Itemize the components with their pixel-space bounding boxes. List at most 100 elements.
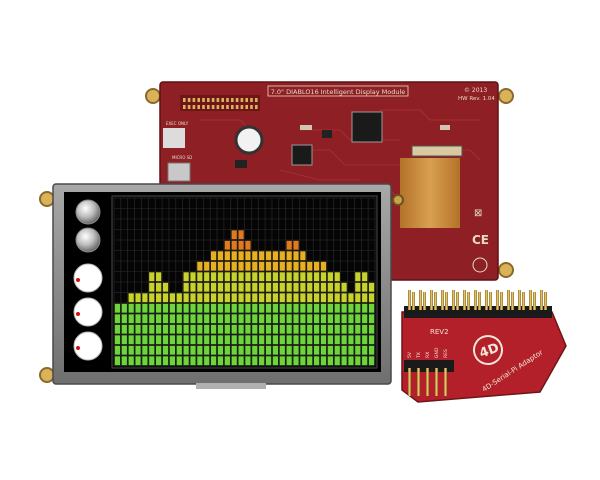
adaptor-pin [474,290,477,310]
spectrum-segment [245,356,251,366]
spectrum-segment [286,335,292,345]
spectrum-segment [279,324,285,334]
mount-hole [39,191,55,207]
spectrum-segment [272,261,279,271]
metal-knob-icon[interactable] [75,199,101,225]
spectrum-segment [204,272,210,282]
header-pin [207,98,210,102]
spectrum-segment [217,303,224,313]
spectrum-segment [265,356,272,366]
spectrum-segment [231,230,237,240]
spectrum-segment [114,356,121,366]
spectrum-segment [217,272,224,282]
spectrum-segment [286,272,292,282]
spectrum-segment [313,261,320,271]
spectrum-segment [197,356,203,366]
spectrum-segment [224,314,230,324]
spectrum-segment [334,335,340,345]
spectrum-segment [231,251,237,261]
spectrum-segment [156,303,162,313]
knob-indicator [76,346,80,350]
header-pin [192,105,196,109]
adaptor-pin [444,368,447,396]
spectrum-segment [327,324,333,334]
spectrum-segment [224,272,230,282]
spectrum-segment [190,282,196,292]
spectrum-segment [162,303,169,313]
pcb-revision: HW Rev. 1.04 [458,96,495,102]
spectrum-segment [231,293,237,303]
spectrum-segment [252,335,258,345]
spectrum-segment [210,261,217,271]
spectrum-segment [121,303,127,313]
spectrum-segment [135,303,141,313]
spectrum-segment [313,314,320,324]
spectrum-segment [252,272,258,282]
header-pin [187,98,191,102]
header-pin [183,98,186,102]
spectrum-segment [204,303,210,313]
spectrum-segment [183,345,189,355]
spectrum-segment [183,335,189,345]
spectrum-segment [238,282,244,292]
knob-indicator [76,278,80,282]
spectrum-segment [300,324,306,334]
spectrum-segment [362,335,368,345]
spectrum-segment [162,314,169,324]
adaptor-pin [456,292,459,310]
spectrum-segment [142,314,148,324]
white-knob-icon[interactable] [73,331,103,361]
spectrum-segment [300,303,306,313]
pin-label: TX [416,352,422,359]
spectrum-segment [334,345,340,355]
spectrum-segment [286,261,292,271]
header-pin [183,105,186,109]
spectrum-segment [265,261,272,271]
spectrum-segment [293,314,299,324]
spectrum-segment [238,293,244,303]
spectrum-segment [313,335,320,345]
pcb-copyright: © 2013 [464,87,487,94]
white-knob-icon[interactable] [73,263,103,293]
spectrum-segment [272,272,279,282]
spectrum-segment [169,314,176,324]
spectrum-segment [169,293,176,303]
spectrum-segment [245,272,251,282]
spectrum-segment [362,345,368,355]
weee-icon: ⊠ [474,208,482,219]
spectrum-segment [197,324,203,334]
spectrum-segment [128,356,134,366]
spectrum-segment [252,251,258,261]
spectrum-segment [204,314,210,324]
adaptor-pin [522,292,525,310]
spectrum-segment [142,293,148,303]
spectrum-segment [231,324,237,334]
spectrum-segment [252,261,258,271]
header-pin [221,98,224,102]
knob-indicator [76,312,80,316]
header-pin [192,98,196,102]
spectrum-segment [217,314,224,324]
spectrum-segment [149,282,155,292]
spectrum-segment [245,324,251,334]
spectrum-segment [245,335,251,345]
pin-label: RX [425,352,431,358]
spectrum-segment [121,356,127,366]
header-pin [235,98,239,102]
spectrum-segment [348,314,354,324]
spectrum-segment [197,272,203,282]
lcd-display [39,183,392,389]
spectrum-segment [231,314,237,324]
header-pin [245,98,248,102]
adaptor-pin [408,368,411,396]
spectrum-segment [252,324,258,334]
spectrum-segment [334,324,340,334]
spectrum-segment [272,345,279,355]
metal-knob-icon[interactable] [75,227,101,253]
spectrum-segment [121,335,127,345]
spectrum-segment [368,293,375,303]
spectrum-segment [362,314,368,324]
white-knob-icon[interactable] [73,297,103,327]
spectrum-segment [307,356,313,366]
